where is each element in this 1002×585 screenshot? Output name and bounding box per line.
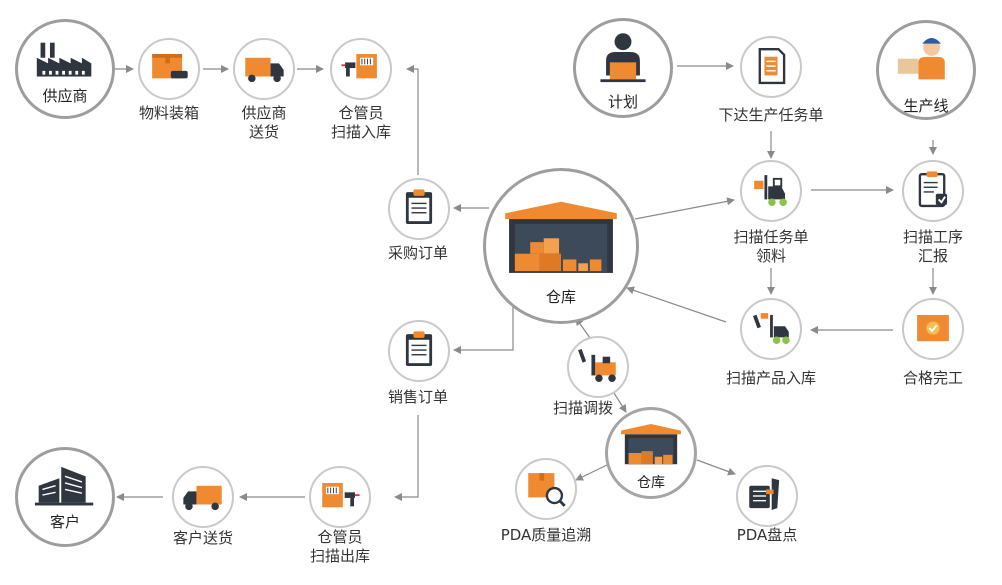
supplier-node: 供应商 [15,19,115,119]
sales-order-label: 销售订单 [387,388,449,406]
customer-label: 客户 [49,513,80,531]
production-line-label: 生产线 [903,97,949,115]
arrow-scanproductin-warehouse [626,286,727,323]
warehouse-label: 仓库 [545,288,576,306]
pda-quality-node [515,458,577,520]
magnifier-box-icon [528,473,566,507]
arrow-warehouse2-pdaquality [575,464,608,481]
arrow-warehouse2-pdacount [696,459,736,476]
clipboard-icon [405,189,433,224]
barcode-scanner-icon [341,54,377,79]
approved-box-icon [917,314,949,342]
clerk-out-node [309,466,371,528]
purchase-order-node [388,178,450,240]
warehouse-icon [505,201,617,273]
warehouse-node: 仓库 [483,168,639,324]
sales-order-node [388,320,450,382]
arrow-transfer-warehouse2 [613,392,627,413]
clerk-out-label: 仓管员扫描出库 [309,528,371,565]
forklift-icon [578,348,616,382]
issue-task-node [740,36,802,98]
clerk-in-node [330,38,392,100]
box-hand-icon [152,54,188,79]
warehouse-icon [621,424,681,465]
scan-task-node [740,160,802,222]
supplier-delivery-label: 供应商送货 [241,104,287,141]
customer-node: 客户 [15,447,115,547]
pda-quality-label: PDA质量追溯 [500,526,592,544]
packing-label: 物料装箱 [138,104,200,122]
supplier-delivery-node [233,38,295,100]
arrow-warehouse-scantask [634,197,735,220]
plan-node: 计划 [573,18,673,118]
manager-icon [600,33,646,83]
customer-delivery-label: 客户送货 [172,529,234,547]
scan-process-label: 扫描工序汇报 [902,228,964,265]
scan-product-in-label: 扫描产品入库 [725,369,817,387]
scan-task-label: 扫描任务单领料 [733,228,809,265]
production-line-node: 生产线 [876,20,976,120]
customer-delivery-node [172,466,234,528]
scan-product-in-node [740,298,802,360]
factory-icon [36,42,92,77]
issue-task-label: 下达生产任务单 [718,106,824,124]
arrow-warehouse-sales [453,305,514,354]
forklift-icon [754,175,787,206]
document-icon [758,48,786,85]
supplier-label: 供应商 [42,87,88,105]
warehouse2-node: 仓库 [605,407,697,499]
truck-icon [183,485,222,511]
transfer-node [567,336,629,398]
plan-label: 计划 [607,93,638,111]
purchase-order-label: 采购订单 [387,244,449,262]
pda-count-label: PDA盘点 [736,526,798,544]
qualified-label: 合格完工 [902,369,964,387]
packing-node [138,38,200,100]
clerk-in-label: 仓管员扫描入库 [330,104,392,141]
warehouse2-label: 仓库 [637,475,665,491]
checklist-icon [918,171,948,208]
building-icon [34,466,94,506]
arrow-purchase-clerkin [406,65,419,175]
pda-icon [749,478,780,511]
scan-process-node [902,160,964,222]
scanner-forklift-icon [752,313,790,344]
clipboard-icon [405,331,433,366]
transfer-label: 扫描调拨 [552,399,614,417]
truck-icon [245,57,284,83]
pda-count-node [736,465,798,527]
barcode-scanner-icon [322,482,360,508]
arrow-sales-clerkout [394,415,419,501]
qualified-node [902,298,964,360]
worker-icon [897,38,945,80]
